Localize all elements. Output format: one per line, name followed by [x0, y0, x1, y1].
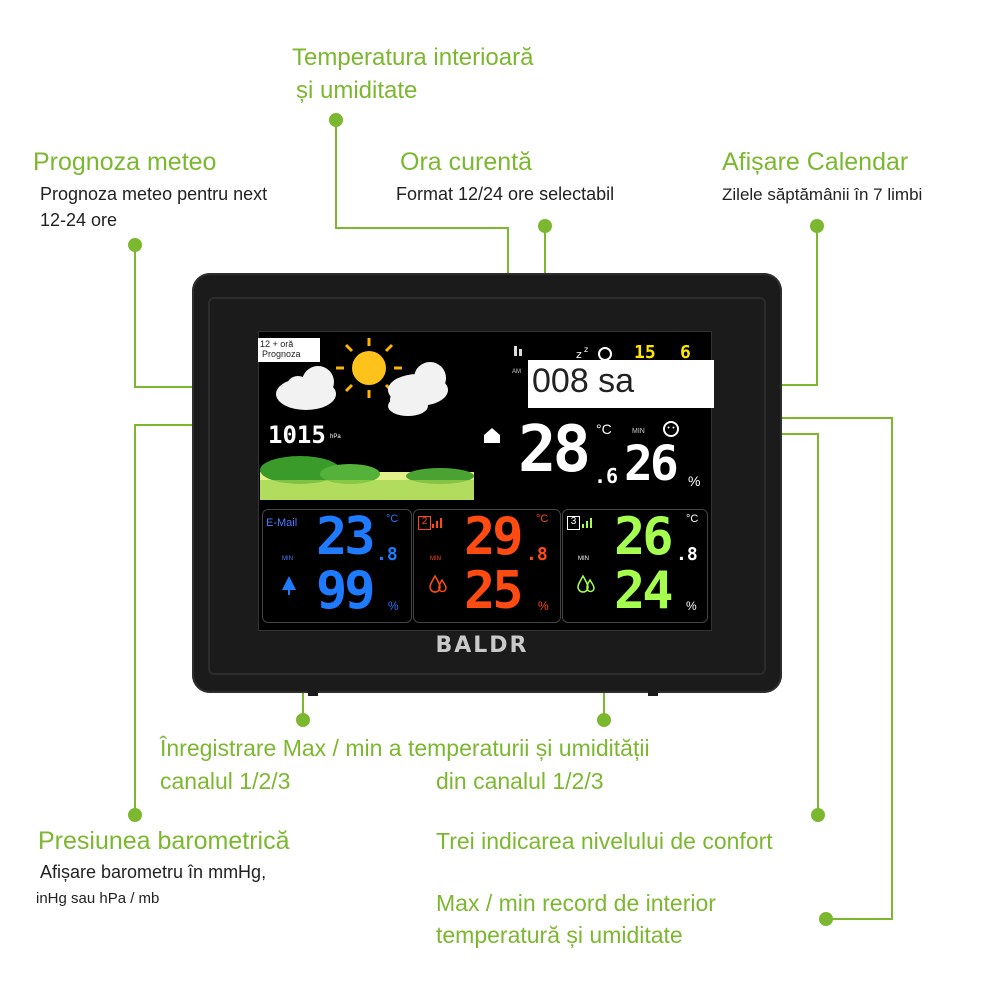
forecast-desc-line1: Prognoza meteo pentru next — [40, 184, 268, 204]
indoor-title-line1: Temperatura interioară — [292, 44, 534, 71]
channel-3-humidity-unit: % — [686, 599, 697, 613]
forecast-title: Prognoza meteo — [33, 148, 217, 176]
channel-1-humidity: 99 — [316, 561, 376, 621]
tree-icon — [282, 576, 296, 595]
channel-3-temp: 26 — [614, 507, 674, 567]
channel-2-panel — [413, 509, 561, 623]
channel-2-num: 2 — [418, 516, 431, 530]
indoor-humidity-unit: % — [688, 473, 701, 489]
channel-1-panel — [262, 509, 412, 623]
channel-2-temp: 29 — [464, 507, 524, 567]
indoor-temp-dec: .6 — [594, 464, 619, 488]
calendar-title: Afișare Calendar — [722, 148, 909, 176]
channel-1-humidity-unit: % — [388, 599, 399, 613]
channel-3-temp-unit: °C — [686, 513, 699, 525]
indoor-temp: 28 — [518, 413, 591, 487]
indoor-min-label: MIN — [632, 428, 645, 435]
date-day: 15 — [634, 342, 656, 363]
signal-icon — [514, 346, 522, 356]
drop-icon — [577, 574, 595, 593]
house-icon — [484, 428, 500, 443]
calendar-desc: Zilele săptămânii în 7 limbi — [722, 185, 923, 204]
maxmin-line1: Înregistrare Max / min a temperaturii și… — [160, 735, 650, 761]
device-foot-left — [308, 688, 318, 696]
channel-1-min: MIN — [282, 556, 293, 562]
channel-1-temp: 23 — [316, 507, 376, 567]
svg-text:z: z — [576, 348, 582, 361]
date-month: 6 — [680, 342, 691, 363]
time-desc: Format 12/24 ore selectabil — [396, 184, 615, 204]
forecast-desc-line2: 12-24 ore — [40, 210, 118, 230]
comfort-text: Trei indicarea nivelului de confort — [436, 828, 773, 854]
channel-2-humidity: 25 — [464, 561, 524, 621]
channel-3-temp-dec: .8 — [676, 544, 698, 565]
indoor-humidity: 26 — [624, 436, 679, 492]
indoor-record-line2: temperatură și umiditate — [436, 922, 683, 948]
signal-icon — [582, 518, 592, 528]
time-text: 008 sa — [532, 362, 635, 400]
channel-2-min: MIN — [430, 556, 441, 562]
channel-2-humidity-unit: % — [538, 599, 549, 613]
drop-icon — [429, 574, 447, 593]
channel-2-temp-unit: °C — [536, 513, 549, 525]
channel-1-temp-unit: °C — [386, 513, 399, 525]
time-title: Ora curentă — [400, 148, 533, 176]
forecast-label-box — [258, 338, 320, 362]
time-box — [528, 360, 714, 408]
pressure-unit: hPa — [330, 434, 341, 440]
smiley-icon — [663, 421, 679, 437]
channel-3-panel — [562, 509, 708, 623]
signal-icon — [432, 518, 442, 528]
channel-3-min: MIN — [578, 556, 589, 562]
channel-3-humidity: 24 — [614, 561, 674, 621]
channel-2-temp-dec: .8 — [526, 544, 548, 565]
device-foot-right — [648, 688, 658, 696]
cloud-icon — [276, 362, 448, 416]
maxmin-line2b: din canalul 1/2/3 — [436, 768, 604, 794]
barometer-title: Presiunea barometrică — [38, 827, 290, 855]
forecast-label-1: 12 + oră — [260, 339, 294, 349]
indoor-temp-unit: °C — [596, 421, 612, 437]
channel-3-num: 3 — [567, 516, 580, 530]
barometer-desc-line2: inHg sau hPa / mb — [36, 890, 160, 907]
pressure-value: 1015 — [268, 421, 326, 449]
svg-text:z: z — [584, 345, 588, 354]
indoor-record-line1: Max / min record de interior — [436, 890, 716, 916]
barometer-desc-line1: Afișare barometru în mmHg, — [40, 862, 267, 882]
forecast-weather-graphic — [276, 338, 448, 416]
sun-icon — [336, 338, 402, 398]
brand-logo: BALDR — [435, 633, 529, 658]
channel-1-temp-dec: .8 — [376, 544, 398, 565]
am-label: AM — [512, 369, 521, 375]
landscape-graphic — [260, 456, 474, 500]
alarm-icon — [598, 347, 612, 361]
forecast-label-2: Prognoza — [262, 349, 301, 359]
channel-1-label: E-Mail — [266, 517, 298, 529]
indoor-title-line2: și umiditate — [296, 77, 418, 104]
device-bezel — [208, 297, 766, 675]
maxmin-line2a: canalul 1/2/3 — [160, 768, 291, 794]
